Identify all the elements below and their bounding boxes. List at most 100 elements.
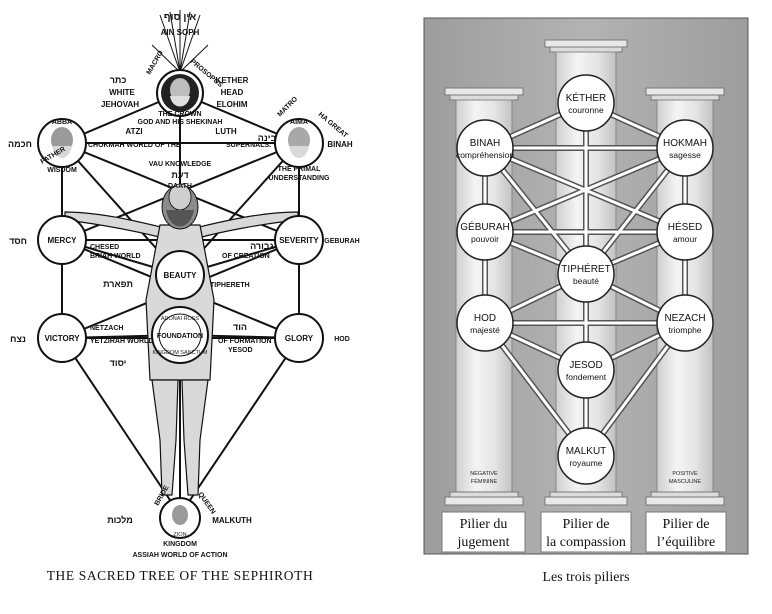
daath-vau: VAU KNOWLEDGE: [149, 161, 212, 168]
abba-node: [37, 118, 87, 168]
aima-label: AIMA: [290, 119, 308, 126]
tiphereth-label: TIPHERETH: [210, 282, 250, 289]
malkut-sub: royaume: [569, 458, 602, 468]
tag-masculine: MASCULINE: [669, 479, 701, 485]
sephira-tipheret: TIPHÉRET beauté: [557, 245, 615, 303]
yetzirah-label: YETZIRAH WORLD: [90, 338, 153, 345]
mercy-label: MERCY: [48, 236, 78, 245]
tag-negative: NÉGATIVE: [470, 470, 498, 477]
hesed-title: HÉSED: [668, 220, 702, 233]
beauty-hebrew: תפארת: [103, 279, 133, 289]
kether-node: [156, 69, 204, 117]
aima-binah: BINAH: [327, 140, 353, 149]
luth-label: LUTH: [215, 127, 237, 136]
netzach-label: NETZACH: [90, 325, 123, 332]
the-crown-label: THE CROWN: [158, 111, 201, 118]
formation-label: OF FORMATION: [218, 338, 272, 345]
foundation-label: FOUNDATION: [157, 333, 203, 340]
severity-hebrew: גבורה: [250, 241, 274, 251]
jesod-title: JESOD: [569, 360, 602, 371]
mercy-hebrew: חסד: [9, 236, 27, 246]
malkuth-hebrew: מלכות: [107, 515, 133, 525]
abba-label: ABBA: [52, 119, 72, 126]
sephira-nezach: NEZACH triomphe: [656, 294, 714, 352]
malkuth-label: MALKUTH: [212, 516, 252, 525]
hod-sub: majesté: [470, 325, 500, 335]
severity-node: [274, 215, 324, 265]
aima-primal: THE PRIMAL: [278, 166, 322, 173]
chokmah-world-label: CHOKMAH WORLD OF THE: [88, 142, 181, 149]
daath-hebrew: דעת: [171, 170, 188, 180]
creation-label: OF CREATION: [222, 253, 270, 260]
kether-sub: couronne: [568, 105, 604, 115]
atzi-label: ATZI: [125, 127, 142, 136]
kingdom-label: KINGDOM: [163, 541, 197, 548]
right-caption: Les trois piliers: [542, 570, 629, 585]
left-tree-panel: אין סוף AIN SOPH: [8, 10, 360, 583]
sephira-jesod: JESOD fondement: [557, 341, 615, 399]
sephira-hokmah: HOKMAH sagesse: [656, 119, 714, 177]
yesod-label: YESOD: [228, 347, 253, 354]
pillar-judgement-line2: jugement: [456, 535, 509, 550]
godhead-label: GOD AND HIS SHEKINAH: [138, 119, 223, 126]
jehovah-label: JEHOVAH: [101, 100, 139, 109]
beauty-label: BEAUTY: [164, 271, 198, 280]
jesod-sub: fondement: [566, 372, 607, 382]
daath-label: DAATH: [168, 183, 192, 190]
white-label: WHITE: [109, 88, 135, 97]
pillar-judgement-line1: Pilier du: [460, 517, 508, 532]
abba-wisdom: WISDOM: [47, 167, 77, 174]
beauty-node: [155, 250, 205, 300]
malkuth-node: [159, 497, 201, 539]
ain-soph-hebrew: אין סוף: [164, 12, 197, 23]
victory-label: VICTORY: [44, 334, 80, 343]
sephira-binah: BINAH compréhension: [456, 119, 514, 177]
pillar-compassion-line2: la compassion: [546, 535, 626, 550]
elohim-label: ELOHIM: [216, 100, 247, 109]
hokmah-sub: sagesse: [669, 150, 701, 160]
glory-node: [274, 313, 324, 363]
sephira-geburah: GÉBURAH pouvoir: [456, 203, 514, 261]
victory-hebrew: נצח: [10, 334, 26, 344]
left-caption: THE SACRED TREE OF THE SEPHIROTH: [47, 568, 314, 583]
pillar-label-box-equilibrium: Pilier de l’équilibre: [645, 511, 727, 553]
geburah-sub: pouvoir: [471, 234, 499, 244]
binah-title: BINAH: [470, 138, 501, 149]
sephira-hesed: HÉSED amour: [656, 203, 714, 261]
tag-positive: POSITIVE: [672, 471, 698, 477]
foundation-ring-bottom: KINGDOM SANCTUM: [153, 350, 208, 356]
nezach-sub: triomphe: [668, 325, 701, 335]
assiah-label: ASSIAH WORLD OF ACTION: [132, 552, 227, 559]
severity-label: SEVERITY: [279, 236, 319, 245]
pillar-label-box-judgement: Pilier du jugement: [441, 511, 526, 553]
kether-hebrew-left: כתר: [110, 75, 127, 85]
supernals-label: SUPERNALS.: [226, 142, 271, 149]
sephira-kether: KÉTHER couronne: [557, 74, 615, 132]
hod-label: HOD: [334, 336, 350, 343]
hokmah-title: HOKMAH: [663, 138, 707, 149]
aima-hebrew: בינה: [258, 133, 277, 143]
kether-label: KETHER: [216, 76, 249, 85]
head-label: HEAD: [221, 88, 244, 97]
sephira-malkut: MALKUT royaume: [557, 427, 615, 485]
tipheret-title: TIPHÉRET: [561, 262, 610, 275]
aima-matro: MATRO: [276, 95, 299, 118]
chesed-label: CHESED: [90, 244, 119, 251]
geburah-title: GÉBURAH: [460, 220, 509, 233]
ain-soph-rays: [151, 10, 209, 73]
tipheret-sub: beauté: [573, 276, 599, 286]
binah-sub: compréhension: [456, 150, 514, 160]
right-pillars-panel: KÉTHER couronne BINAH compréhension HOKM…: [423, 17, 749, 585]
ain-soph-label: AIN SOPH: [161, 28, 200, 37]
foundation-hebrew: יסוד: [110, 358, 127, 368]
hesed-sub: amour: [673, 234, 697, 244]
zion-label: ZION: [173, 532, 186, 538]
pillar-equilibrium-line2: l’équilibre: [657, 535, 715, 550]
pillar-equilibrium-line1: Pilier de: [662, 517, 709, 532]
pillar-compassion-line1: Pilier de: [562, 517, 609, 532]
glory-hebrew: הוד: [233, 322, 247, 332]
aima-understanding: UNDERSTANDING: [269, 175, 330, 182]
nezach-title: NEZACH: [664, 313, 705, 324]
abba-hebrew: חכמה: [8, 139, 32, 149]
